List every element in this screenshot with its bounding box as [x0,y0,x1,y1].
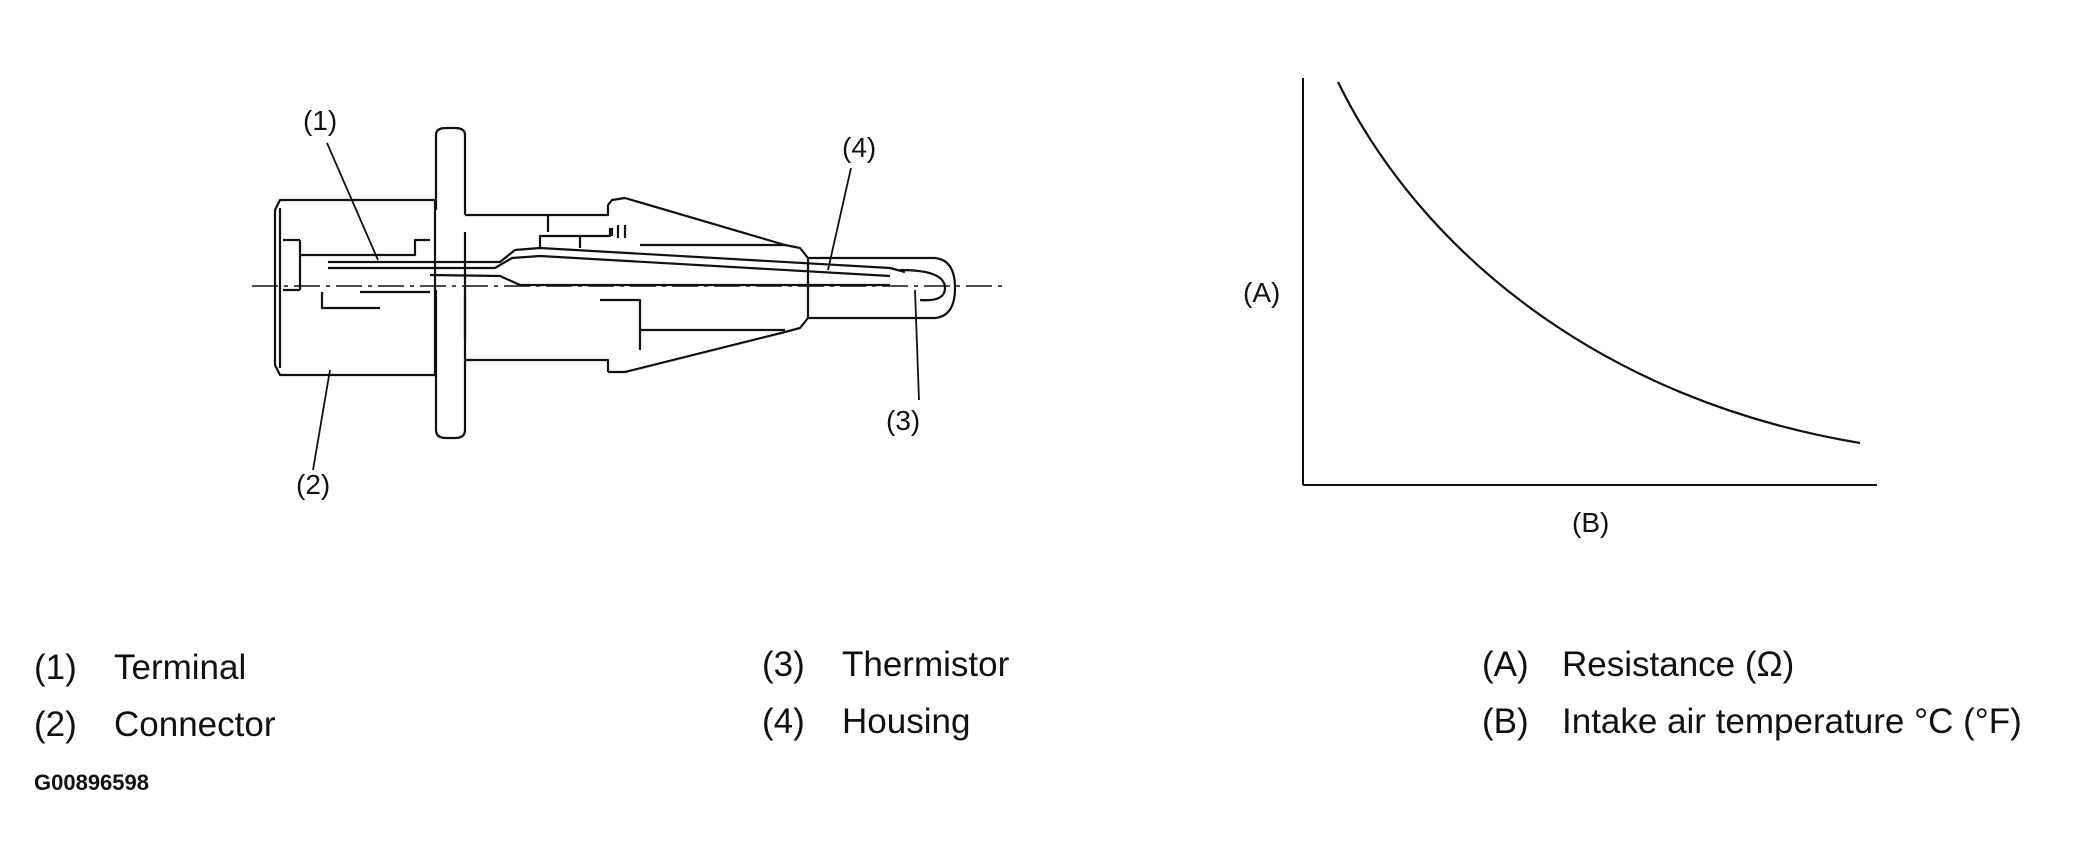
legend-key: (3) [762,645,805,684]
probe-tip [808,256,957,320]
legend-label: Housing [842,702,971,741]
callout-terminal: (1) [303,105,337,136]
legend-label: Thermistor [842,645,1010,684]
graph-curve [1337,81,1861,445]
legend-label: Resistance (Ω) [1562,645,1795,684]
legend-item-intake-air-temperature: (B) Intake air temperature °C (°F) [1482,702,2022,742]
legend-item-thermistor: (3) Thermistor [762,645,1009,685]
mounting-flange [436,140,465,215]
sensor-cross-section [273,126,957,440]
graph-y-label: (A) [1243,277,1280,308]
legend-item-terminal: (1) Terminal [34,648,246,688]
legend-key: (1) [34,648,77,687]
terminal [328,246,906,274]
callout-housing: (4) [842,132,876,163]
graph-x-label: (B) [1572,507,1609,538]
legend-key: (B) [1482,702,1529,741]
legend-key: (4) [762,702,805,741]
legend-key: (A) [1482,645,1529,684]
legend-label: Connector [114,705,276,744]
resistance-graph: (A) (B) [1243,78,1877,538]
legend-key: (2) [34,705,77,744]
callout-leaders [312,142,920,471]
legend-item-connector: (2) Connector [34,705,275,745]
figure-id: G00896598 [34,770,149,795]
legend-label: Intake air temperature °C (°F) [1562,702,2022,741]
legend-label: Terminal [114,648,247,687]
legend-item-housing: (4) Housing [762,702,970,742]
callout-connector: (2) [296,469,330,500]
callout-thermistor: (3) [886,405,920,436]
legend-item-resistance: (A) Resistance (Ω) [1482,645,1794,685]
